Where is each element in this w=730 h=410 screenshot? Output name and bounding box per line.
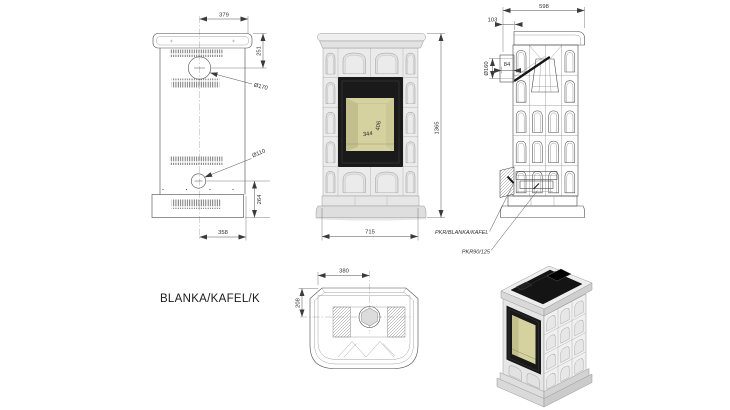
side-dim-spigot-diameter: Ø160 (484, 61, 490, 75)
front-dim-glass-height: 406 (375, 121, 383, 132)
front-door-glass (346, 98, 394, 151)
product-title: BLANKA/KAFEL/K (160, 293, 260, 305)
front-view: 344 406 1365 715 (315, 33, 445, 241)
iso-view (496, 265, 593, 408)
rear-dim-flue-offset: 251 (257, 46, 263, 56)
front-door: 344 406 (338, 77, 403, 167)
side-dim-rear-offset: 103 (488, 18, 498, 24)
side-dim-spigot-length: 84 (504, 62, 511, 68)
rear-view: 379 251 Ø170 Ø110 264 358 (151, 13, 270, 241)
plan-dim-width: 380 (339, 269, 349, 275)
plan-dim-flue-offset: 208 (296, 298, 302, 308)
rear-dim-flue-diameter: Ø170 (253, 83, 268, 92)
side-callout-reducer: PKR90/125 (462, 250, 491, 256)
rear-dim-base-width: 358 (218, 230, 228, 236)
iso-flue-collar (546, 268, 572, 282)
iso-top-deck (510, 269, 583, 305)
side-dim-depth: 598 (539, 4, 549, 10)
rear-dim-air-height: 264 (257, 194, 263, 204)
front-dim-height: 1365 (435, 122, 441, 135)
plan-view: 380 208 (296, 269, 419, 369)
front-dim-glass-width: 344 (363, 131, 374, 138)
rear-dim-top-width: 379 (219, 13, 229, 19)
side-view: 598 103 Ø160 84 PKR/BLANKA/KAFEL PKR90/1… (435, 4, 585, 256)
rear-dim-air-diameter: Ø110 (251, 148, 266, 159)
side-callout-connector: PKR/BLANKA/KAFEL (435, 230, 489, 236)
front-dim-width: 715 (365, 230, 375, 236)
